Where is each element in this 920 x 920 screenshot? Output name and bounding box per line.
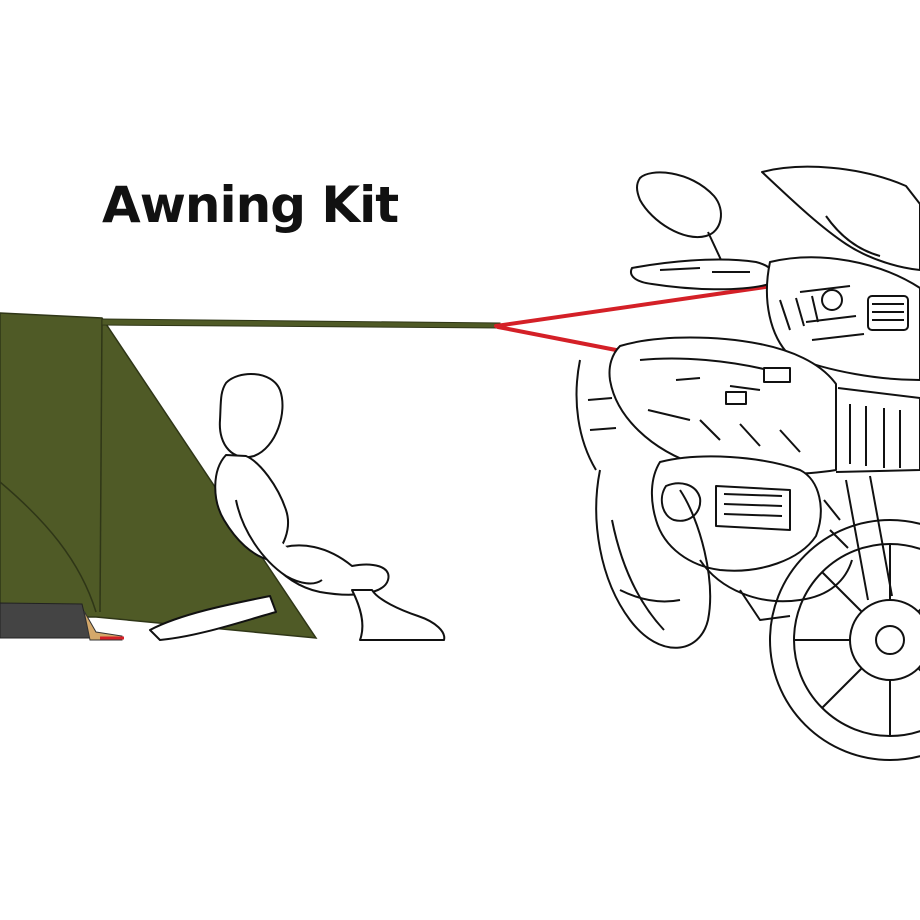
seated-person xyxy=(149,372,446,641)
diagram-title: Awning Kit xyxy=(102,176,399,234)
motorcycle xyxy=(575,165,920,761)
red-attachment-straps xyxy=(494,282,788,352)
awning-strap xyxy=(101,318,501,329)
awning-tarp xyxy=(0,312,318,641)
